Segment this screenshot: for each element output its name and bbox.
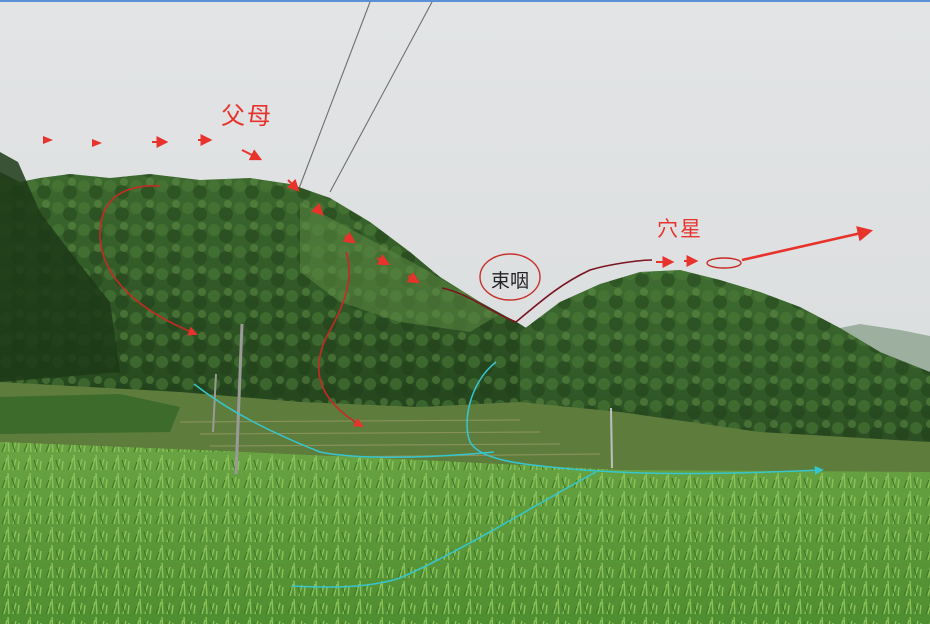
waist-label: 束咽 — [491, 270, 530, 292]
ridge-arrow — [376, 254, 391, 266]
ridge-arrow — [406, 271, 421, 284]
water-path-left — [193, 383, 495, 458]
ridge-arrow — [286, 178, 300, 192]
ridge-arrow — [310, 202, 324, 216]
shrubs — [0, 394, 180, 434]
utility-pole — [610, 407, 613, 469]
power-line — [329, 2, 433, 193]
waist-circle — [479, 253, 541, 301]
ridge-arrow — [43, 136, 53, 144]
acupoint-star-label: 穴星 — [657, 217, 703, 241]
acupoint-marker — [706, 257, 742, 269]
water-path-main — [466, 361, 824, 475]
terrace-lines — [179, 419, 601, 459]
power-line — [289, 2, 371, 213]
crop-rows — [0, 442, 930, 624]
waist-vein — [441, 259, 653, 323]
acupoint-arrow — [741, 226, 874, 262]
utility-pole — [212, 373, 217, 433]
ridge-arrow — [92, 139, 102, 147]
middle-branch-vein — [318, 251, 364, 427]
utility-pole — [234, 323, 244, 475]
dark-forest-left — [0, 152, 120, 382]
water-path-foreground — [291, 471, 597, 588]
forest-texture-right — [520, 270, 930, 452]
left-branch-vein — [99, 185, 198, 336]
forest-texture — [0, 172, 540, 422]
ridge-arrows — [43, 134, 699, 284]
ridge-arrow — [342, 231, 356, 244]
ridge-arrow — [241, 149, 263, 161]
parents-label: 父母 — [221, 102, 273, 130]
